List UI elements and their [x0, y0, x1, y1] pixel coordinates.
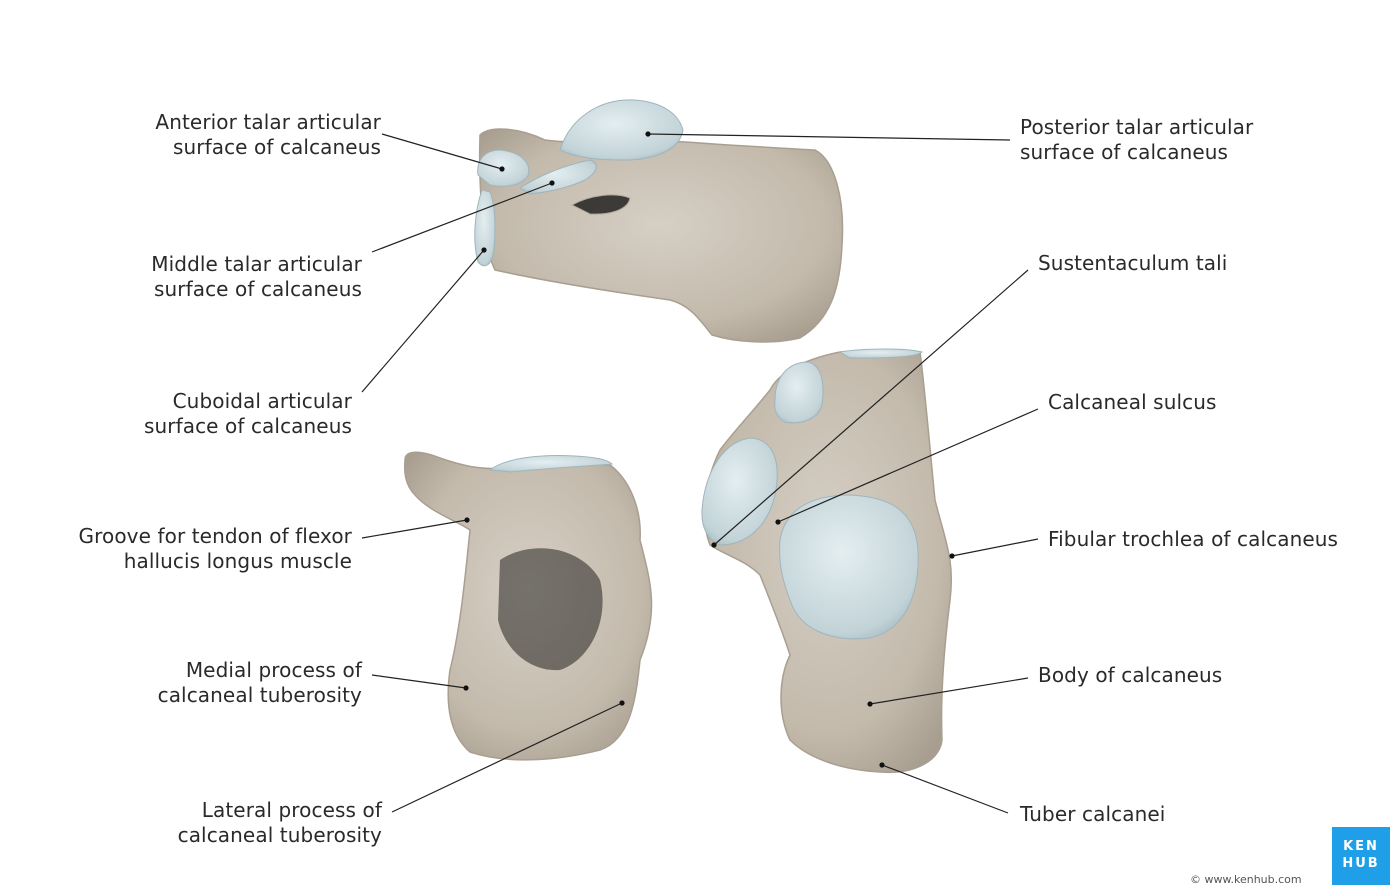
leader-middle-talar	[371, 182, 553, 253]
cartilage-middle-talar	[519, 159, 597, 195]
cartilage-posterior-talar	[559, 99, 684, 161]
leader-sustentaculum	[713, 269, 1029, 546]
cartilage-lateral-cap	[838, 348, 924, 359]
cartilage-lateral-posterior	[779, 494, 919, 640]
dot-middle-talar	[549, 180, 555, 186]
calcaneus-posterior-view	[403, 451, 653, 761]
leader-dots	[463, 131, 955, 768]
cartilage-posterior-top	[488, 455, 614, 473]
dot-anterior-talar	[499, 166, 505, 172]
leader-lines	[361, 133, 1039, 814]
label-calcaneal-sulcus: Calcaneal sulcus	[1048, 390, 1217, 414]
dot-sustentaculum	[711, 542, 717, 548]
logo-line2: HUB	[1342, 856, 1380, 871]
cartilage-cuboidal	[474, 189, 496, 267]
bone-shading-posterior	[498, 548, 603, 671]
dot-posterior-talar	[645, 131, 651, 137]
logo-line1: KEN	[1343, 839, 1379, 854]
leader-cuboidal	[361, 249, 485, 393]
dot-lateral-process	[619, 700, 625, 706]
copyright-text: © www.kenhub.com	[1190, 873, 1302, 886]
leader-lateral-process	[391, 702, 623, 813]
leader-calcaneal-sulcus	[777, 408, 1039, 523]
dot-medial-process	[463, 685, 469, 691]
cartilage-lateral-anterior	[701, 437, 778, 546]
label-sustentaculum: Sustentaculum tali	[1038, 251, 1228, 275]
dot-tuber	[879, 762, 885, 768]
dot-fibular-trochlea	[949, 553, 955, 559]
bone-shape-superior	[478, 128, 844, 343]
leader-tuber	[881, 764, 1009, 814]
calcaneus-lateral-view	[701, 348, 953, 774]
dot-groove-fhl	[464, 517, 470, 523]
leader-body	[869, 677, 1029, 705]
dot-cuboidal	[481, 247, 487, 253]
dot-body	[867, 701, 873, 707]
leader-posterior-talar	[647, 133, 1011, 141]
leader-groove-fhl	[361, 519, 468, 539]
leader-medial-process	[371, 674, 467, 689]
kenhub-logo[interactable]: KEN HUB	[1332, 827, 1390, 885]
label-fibular-trochlea: Fibular trochlea of calcaneus	[1048, 527, 1339, 551]
dot-calcaneal-sulcus	[775, 519, 781, 525]
bone-ridge-superior	[570, 194, 631, 215]
cartilage-lateral-top	[774, 361, 824, 424]
leader-fibular-trochlea	[951, 538, 1039, 557]
leader-anterior-talar	[381, 133, 503, 170]
label-body: Body of calcaneus	[1038, 663, 1223, 687]
label-tuber: Tuber calcanei	[1020, 802, 1166, 826]
